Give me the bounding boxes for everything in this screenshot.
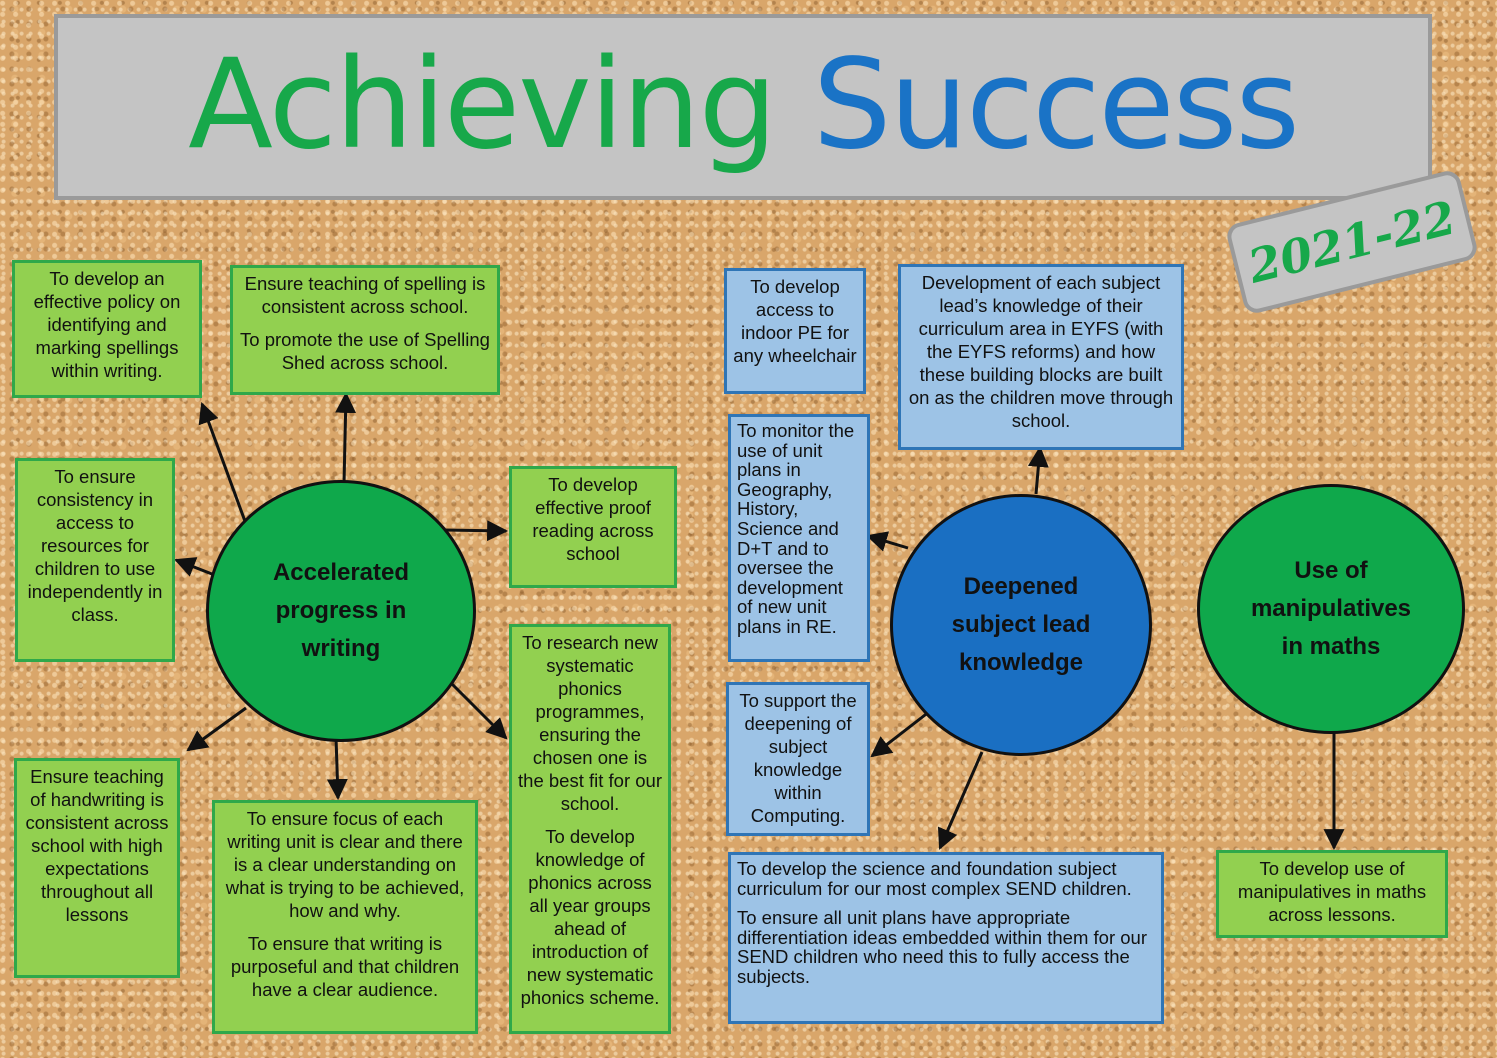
goal-unit-focus-text: To ensure focus of each writing unit is …: [225, 808, 465, 921]
page-title: Achieving Success: [188, 43, 1300, 167]
goal-send: To develop the science and foundation su…: [728, 852, 1164, 1024]
hub-writing-label: Accelerated progress in writing: [272, 559, 410, 662]
goal-spelling-shed-text: To promote the use of Spelling Shed acro…: [240, 329, 490, 373]
goal-spelling-policy-text: To develop an effective policy on identi…: [33, 268, 181, 381]
goal-spelling-teaching-text: Ensure teaching of spelling is consisten…: [244, 273, 486, 317]
goal-phonics-research-text: To research new systematic phonics progr…: [518, 632, 662, 814]
goal-phonics: To research new systematic phonics progr…: [509, 624, 671, 1034]
goal-manipulatives: To develop use of manipulatives in maths…: [1216, 850, 1448, 938]
arrow-to-phonics: [450, 682, 508, 740]
arrow-to-spelling-teaching: [335, 391, 357, 485]
arrow-to-unit-focus: [326, 736, 348, 801]
goal-manipulatives-text: To develop use of manipulatives in maths…: [1237, 858, 1427, 925]
goal-computing-text: To support the deepening of subject know…: [739, 690, 857, 826]
arrow-to-unit-plans: [865, 531, 909, 552]
goal-eyfs-text: Development of each subject lead’s knowl…: [908, 272, 1174, 431]
arrow-to-send: [937, 751, 984, 850]
goal-spelling-teaching: Ensure teaching of spelling is consisten…: [230, 265, 500, 395]
goal-proof-reading: To develop effective proof reading acros…: [509, 466, 677, 588]
hub-maths-label: Use of manipulatives in maths: [1250, 557, 1412, 660]
goal-send-differentiation-text: To ensure all unit plans have appropriat…: [737, 907, 1147, 987]
title-banner: Achieving Success: [54, 14, 1432, 200]
goal-indoor-pe-text: To develop access to indoor PE for any w…: [733, 276, 857, 366]
title-word-success: Success: [812, 33, 1300, 177]
goal-spelling-policy: To develop an effective policy on identi…: [12, 260, 202, 398]
goal-send-curriculum-text: To develop the science and foundation su…: [737, 858, 1132, 899]
hub-maths: Use of manipulatives in maths: [1197, 484, 1465, 734]
goal-unit-plans: To monitor the use of unit plans in Geog…: [728, 414, 870, 662]
arrow-to-computing: [870, 706, 935, 758]
hub-subject-lead-label: Deepened subject lead knowledge: [951, 573, 1091, 676]
goal-handwriting-text: Ensure teaching of handwriting is consis…: [25, 766, 169, 925]
goal-phonics-knowledge-text: To develop knowledge of phonics across a…: [520, 826, 660, 1008]
goal-eyfs: Development of each subject lead’s knowl…: [898, 264, 1184, 450]
title-word-achieving: Achieving: [188, 33, 777, 177]
goal-unit-focus: To ensure focus of each writing unit is …: [212, 800, 478, 1034]
goal-resources: To ensure consistency in access to resou…: [15, 458, 175, 662]
arrow-to-resources: [174, 557, 213, 577]
arrow-to-proof-reading: [443, 520, 509, 542]
hub-subject-lead: Deepened subject lead knowledge: [890, 494, 1152, 756]
goal-purposeful-text: To ensure that writing is purposeful and…: [230, 933, 460, 1000]
hub-writing: Accelerated progress in writing: [206, 480, 476, 742]
goal-proof-reading-text: To develop effective proof reading acros…: [532, 474, 654, 564]
arrow-to-handwriting: [186, 706, 247, 752]
goal-computing: To support the deepening of subject know…: [726, 682, 870, 836]
goal-indoor-pe: To develop access to indoor PE for any w…: [724, 268, 866, 394]
goal-unit-plans-text: To monitor the use of unit plans in Geog…: [737, 420, 855, 637]
year-label: 2021-22: [1243, 190, 1461, 294]
arrow-to-spelling-policy: [198, 402, 248, 525]
arrow-to-eyfs: [1027, 445, 1049, 495]
goal-resources-text: To ensure consistency in access to resou…: [27, 466, 163, 625]
goal-handwriting: Ensure teaching of handwriting is consis…: [14, 758, 180, 978]
